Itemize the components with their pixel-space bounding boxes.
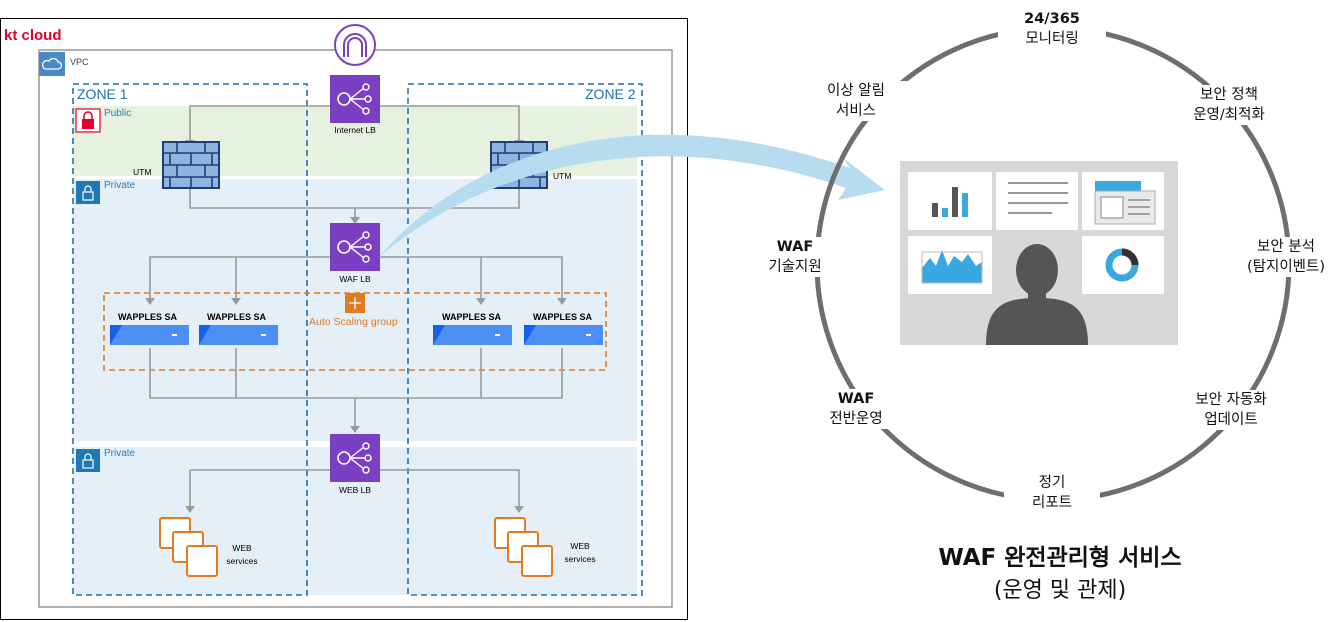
ring-label-report-line2: 리포트 [1031, 495, 1073, 511]
ring-label-support-line2: 기술지원 [768, 259, 822, 275]
wapples-appliance-2 [199, 325, 278, 345]
vpc-cloud-icon [39, 52, 65, 76]
web-lb-icon [330, 434, 380, 482]
web-lb-label: WEB LB [338, 485, 372, 495]
ring-label-monitoring: 24/365 모니터링 [998, 9, 1106, 49]
ring-label-alert: 이상 알림 서비스 [803, 81, 909, 121]
architecture-diagram [38, 24, 673, 608]
wapples-appliance-1 [110, 325, 189, 345]
private-lock-icon-2 [76, 449, 100, 472]
public-lock-icon [75, 108, 101, 133]
internet-lb-label: Internet LB [334, 125, 376, 135]
zone-2-boundary [407, 83, 643, 596]
ring-label-alert-line1: 이상 알림 [827, 83, 885, 99]
zone-1-label: ZONE 1 [77, 86, 128, 102]
ring-label-operation-line1: WAF [837, 391, 875, 407]
private-subnet-label-1: Private [104, 180, 136, 191]
wapples-appliance-3 [433, 325, 512, 345]
web-services-icon-zone1 [159, 517, 218, 577]
ring-label-automation-line2: 업데이트 [1204, 412, 1258, 428]
ring-label-support-line1: WAF [776, 239, 814, 255]
service-subtitle: (운영 및 관제) [993, 578, 1127, 603]
web-services-icon-zone2 [494, 517, 553, 577]
ring-label-policy-line2: 운영/최적화 [1193, 107, 1265, 123]
ring-label-analysis: 보안 분석 (탐지이벤트) [1228, 237, 1342, 277]
private-subnet-label-2: Private [104, 448, 136, 459]
ring-label-alert-line2: 서비스 [835, 103, 877, 119]
waf-lb-icon [330, 223, 380, 271]
ring-label-automation: 보안 자동화 업데이트 [1173, 390, 1289, 430]
wapples-label-1: WAPPLES SA [118, 312, 178, 322]
wapples-appliance-4 [524, 325, 603, 345]
auto-scaling-label: Auto Scaling group [309, 316, 398, 328]
web-services-label-zone1-line2: services [226, 556, 258, 566]
utm-firewall-icon-zone1 [162, 141, 220, 189]
ring-label-analysis-line1: 보안 분석 [1257, 239, 1315, 255]
ring-label-support: WAF 기술지원 [746, 237, 844, 277]
ring-label-analysis-line2: (탐지이벤트) [1246, 259, 1325, 275]
kt-cloud-logo: kt cloud [4, 27, 62, 44]
ring-label-report: 정기 리포트 [1004, 473, 1100, 513]
public-subnet-label: Public [104, 108, 132, 119]
utm-label-zone2: UTM [553, 171, 572, 181]
utm-label-zone1: UTM [133, 167, 152, 177]
service-title: WAF 완전관리형 서비스 [938, 545, 1182, 571]
internet-gateway-icon [334, 24, 376, 66]
vpc-label: VPC [70, 57, 89, 67]
ring-label-automation-line1: 보안 자동화 [1195, 392, 1267, 408]
ring-label-monitoring-line1: 24/365 [1024, 11, 1080, 27]
ring-label-operation: WAF 전반운영 [808, 389, 904, 429]
ring-label-operation-line2: 전반운영 [829, 411, 883, 427]
internet-lb-icon [330, 75, 380, 123]
zone-1-boundary [72, 83, 308, 596]
auto-scaling-icon [345, 293, 365, 313]
ring-label-monitoring-line2: 모니터링 [1025, 31, 1079, 47]
dashboard-illustration [900, 161, 1178, 345]
wapples-label-3: WAPPLES SA [442, 312, 502, 322]
web-services-label-zone2-line2: services [564, 554, 596, 564]
private-lock-icon-1 [76, 181, 100, 204]
ring-label-report-line1: 정기 [1038, 475, 1066, 491]
web-services-label-zone1-line1: WEB [232, 543, 252, 553]
wapples-label-4: WAPPLES SA [533, 312, 593, 322]
web-services-label-zone2-line1: WEB [570, 541, 590, 551]
zone-2-label: ZONE 2 [585, 86, 636, 102]
ring-label-policy-line1: 보안 정책 [1200, 87, 1258, 103]
ring-label-policy: 보안 정책 운영/최적화 [1170, 85, 1288, 125]
waf-lb-label: WAF LB [339, 274, 371, 284]
wapples-label-2: WAPPLES SA [207, 312, 267, 322]
